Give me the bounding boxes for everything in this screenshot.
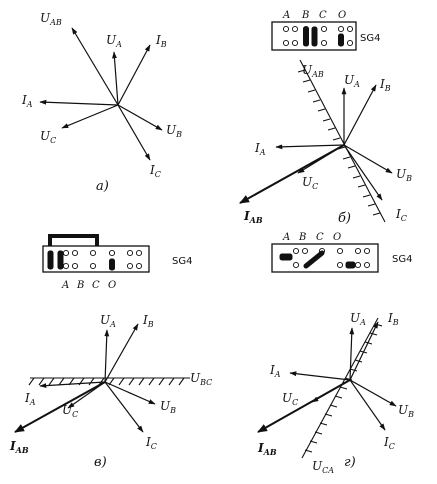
label-IA: IA xyxy=(24,391,36,407)
label-UCA: UCA xyxy=(312,459,334,475)
vector-IB xyxy=(117,44,151,106)
terminal-block-b: A B C O SG4 xyxy=(271,10,380,51)
label-UC: UC xyxy=(40,129,56,145)
panel-b: A B C O SG4 xyxy=(239,10,412,226)
caption-b: б) xyxy=(338,211,351,226)
terminal-label-C: C xyxy=(316,232,324,243)
vector-IC xyxy=(117,104,151,161)
jumper-1 xyxy=(279,253,293,261)
jumper-2 xyxy=(311,26,318,47)
label-UA: UA xyxy=(106,33,122,49)
external-jumper xyxy=(48,234,99,252)
label-UAB: UAB xyxy=(302,63,324,79)
jumper-3 xyxy=(338,33,344,47)
vector-UB xyxy=(343,144,393,174)
vector-IC xyxy=(349,379,386,431)
vector-UB xyxy=(104,381,156,405)
label-IB: IB xyxy=(379,77,391,93)
jumper-3 xyxy=(109,258,115,271)
hatched-boundary-b xyxy=(297,59,386,223)
label-UC: UC xyxy=(302,175,318,191)
terminal-label-A: A xyxy=(282,232,290,243)
label-IB: IB xyxy=(142,313,154,329)
label-UB: UB xyxy=(396,167,412,183)
vector-IB xyxy=(104,323,139,383)
block-label-b: SG4 xyxy=(360,33,380,44)
terminal-block-v: SG4 A B C O xyxy=(42,234,192,291)
label-IAB: IAB xyxy=(243,209,263,225)
panel-g: A B C O SG4 U xyxy=(257,232,414,475)
label-UA: UA xyxy=(100,313,116,329)
panel-v: SG4 A B C O UA IB UBC IA UC UB IAB IC в) xyxy=(9,234,212,470)
vector-IA xyxy=(39,381,106,389)
vector-UAB xyxy=(71,27,119,106)
label-IC: IC xyxy=(383,435,395,451)
vector-IAB xyxy=(257,379,351,433)
terminal-label-O: O xyxy=(338,10,346,21)
jumper-diagonal xyxy=(303,250,325,269)
vector-UB xyxy=(349,379,397,407)
label-UC: UC xyxy=(282,391,298,407)
vector-IB xyxy=(349,321,379,381)
terminal-label-B: B xyxy=(301,10,309,21)
terminal-label-B: B xyxy=(76,280,84,291)
vector-UA xyxy=(112,51,119,106)
label-UC: UC xyxy=(62,403,78,419)
label-IA: IA xyxy=(269,363,281,379)
jumper-1 xyxy=(47,250,54,270)
terminal-label-C: C xyxy=(319,10,327,21)
label-IC: IC xyxy=(145,435,157,451)
caption-a: а) xyxy=(96,179,109,194)
terminal-label-A: A xyxy=(61,280,69,291)
terminal-block-g: A B C O SG4 xyxy=(271,232,412,273)
block-label-v: SG4 xyxy=(172,256,192,267)
label-UA: UA xyxy=(350,311,366,327)
vector-UA xyxy=(349,327,355,381)
terminal-label-O: O xyxy=(333,232,341,243)
label-IB: IB xyxy=(387,311,399,327)
label-IA: IA xyxy=(21,93,33,109)
terminal-label-O: O xyxy=(108,280,116,291)
label-IA: IA xyxy=(254,141,266,157)
vector-IAB xyxy=(239,144,345,204)
vector-IA xyxy=(39,99,119,106)
vector-IC xyxy=(104,381,144,433)
label-UBC: UBC xyxy=(190,371,212,387)
label-IAB: IAB xyxy=(257,441,277,457)
hatched-boundary-g xyxy=(301,317,383,459)
jumper-3 xyxy=(345,261,356,269)
block-label-g: SG4 xyxy=(392,254,412,265)
jumper-2 xyxy=(57,250,64,270)
caption-v: в) xyxy=(94,455,107,470)
vector-IB xyxy=(343,84,377,146)
label-UB: UB xyxy=(398,403,414,419)
terminal-label-B: B xyxy=(298,232,306,243)
jumper-1 xyxy=(303,26,309,47)
label-UB: UB xyxy=(166,123,182,139)
label-IAB: IAB xyxy=(9,439,29,455)
label-IB: IB xyxy=(155,33,167,49)
label-UB: UB xyxy=(160,399,176,415)
vector-IA xyxy=(275,144,345,150)
label-UA: UA xyxy=(344,73,360,89)
terminal-holes xyxy=(62,249,143,270)
caption-g: г) xyxy=(344,455,356,470)
hatched-boundary-v xyxy=(28,377,190,386)
vector-IC xyxy=(343,144,383,201)
terminal-label-C: C xyxy=(92,280,100,291)
panel-a: UAB UA IB IA UC UB IC а) xyxy=(21,11,182,194)
label-IC: IC xyxy=(149,163,161,179)
label-UAB: UAB xyxy=(40,11,62,27)
vector-IAB xyxy=(14,381,106,433)
vector-UC xyxy=(61,104,119,129)
vector-UA xyxy=(104,329,110,383)
vector-IA xyxy=(289,371,351,381)
terminal-label-A: A xyxy=(282,10,290,21)
vector-UB xyxy=(117,104,163,131)
label-IC: IC xyxy=(395,207,407,223)
